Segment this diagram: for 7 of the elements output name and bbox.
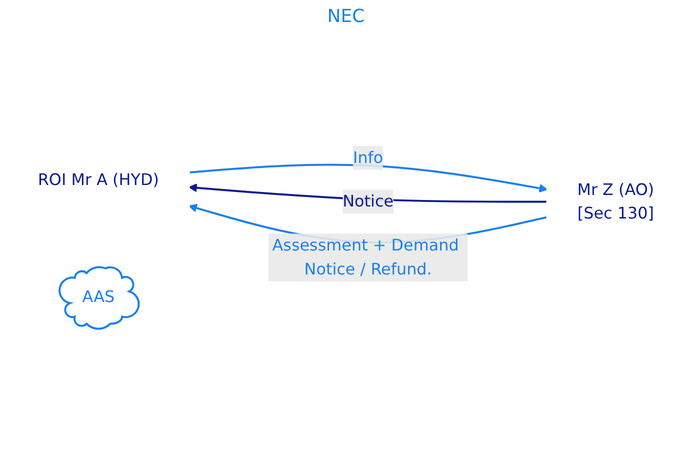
edge-label: Assessment + Demand Notice / Refund.	[272, 235, 459, 278]
node-text: Mr Z (AO) [Sec 130]	[577, 179, 654, 222]
arrow	[188, 163, 548, 192]
edge-label: Info	[353, 148, 384, 167]
node-text: ROI Mr A (HYD)	[38, 170, 159, 188]
edge-label: Notice	[342, 191, 394, 210]
axis-label: NEC	[327, 6, 365, 27]
